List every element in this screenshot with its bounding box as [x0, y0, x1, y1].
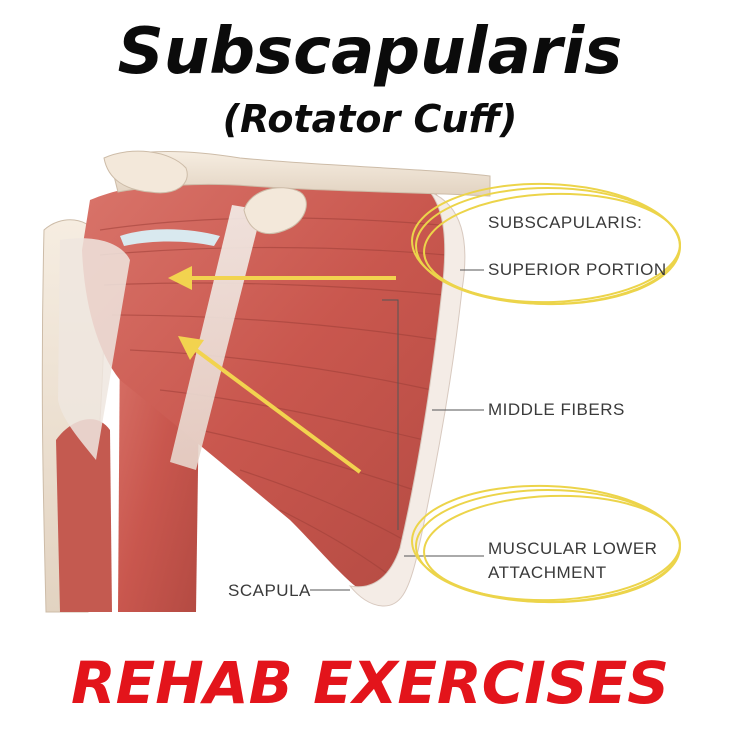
acromion-bone [103, 150, 188, 194]
label-superior-portion: SUPERIOR PORTION [488, 260, 667, 279]
clavicle-bone [109, 151, 491, 197]
highlight-ellipse-lower [411, 484, 681, 604]
highlight-ellipse-superior [411, 182, 681, 306]
label-muscular-lower: MUSCULAR LOWER [488, 539, 658, 558]
arrow-superior [168, 266, 396, 290]
page-subtitle: (Rotator Cuff) [222, 97, 518, 141]
scapula-edge [348, 190, 466, 607]
arm-muscle-left [56, 419, 112, 612]
capsule-tendon [58, 238, 130, 460]
coracoid-bone [243, 187, 307, 235]
label-scapula: SCAPULA [228, 581, 311, 600]
page-title: Subscapularis [117, 15, 623, 89]
label-subscapularis: SUBSCAPULARIS: [488, 213, 643, 232]
leader-lines [310, 269, 484, 591]
label-middle-fibers: MIDDLE FIBERS [488, 400, 625, 419]
label-attachment: ATTACHMENT [488, 563, 607, 582]
tendon-band [170, 205, 262, 470]
arrow-middle [178, 336, 362, 474]
glenoid-socket [120, 229, 220, 246]
footer-banner: REHAB EXERCISES [70, 649, 670, 717]
